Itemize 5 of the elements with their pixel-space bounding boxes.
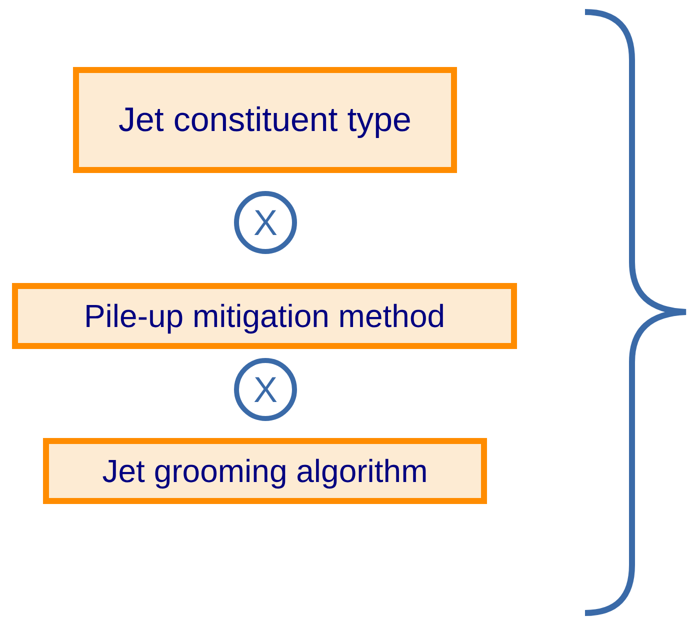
process-box: Pile-up mitigation method <box>12 283 517 349</box>
process-box: Jet constituent type <box>73 67 457 173</box>
process-box: Jet grooming algorithm <box>43 438 487 504</box>
operator-circle: X <box>234 191 297 254</box>
operator-circle: X <box>234 358 297 421</box>
